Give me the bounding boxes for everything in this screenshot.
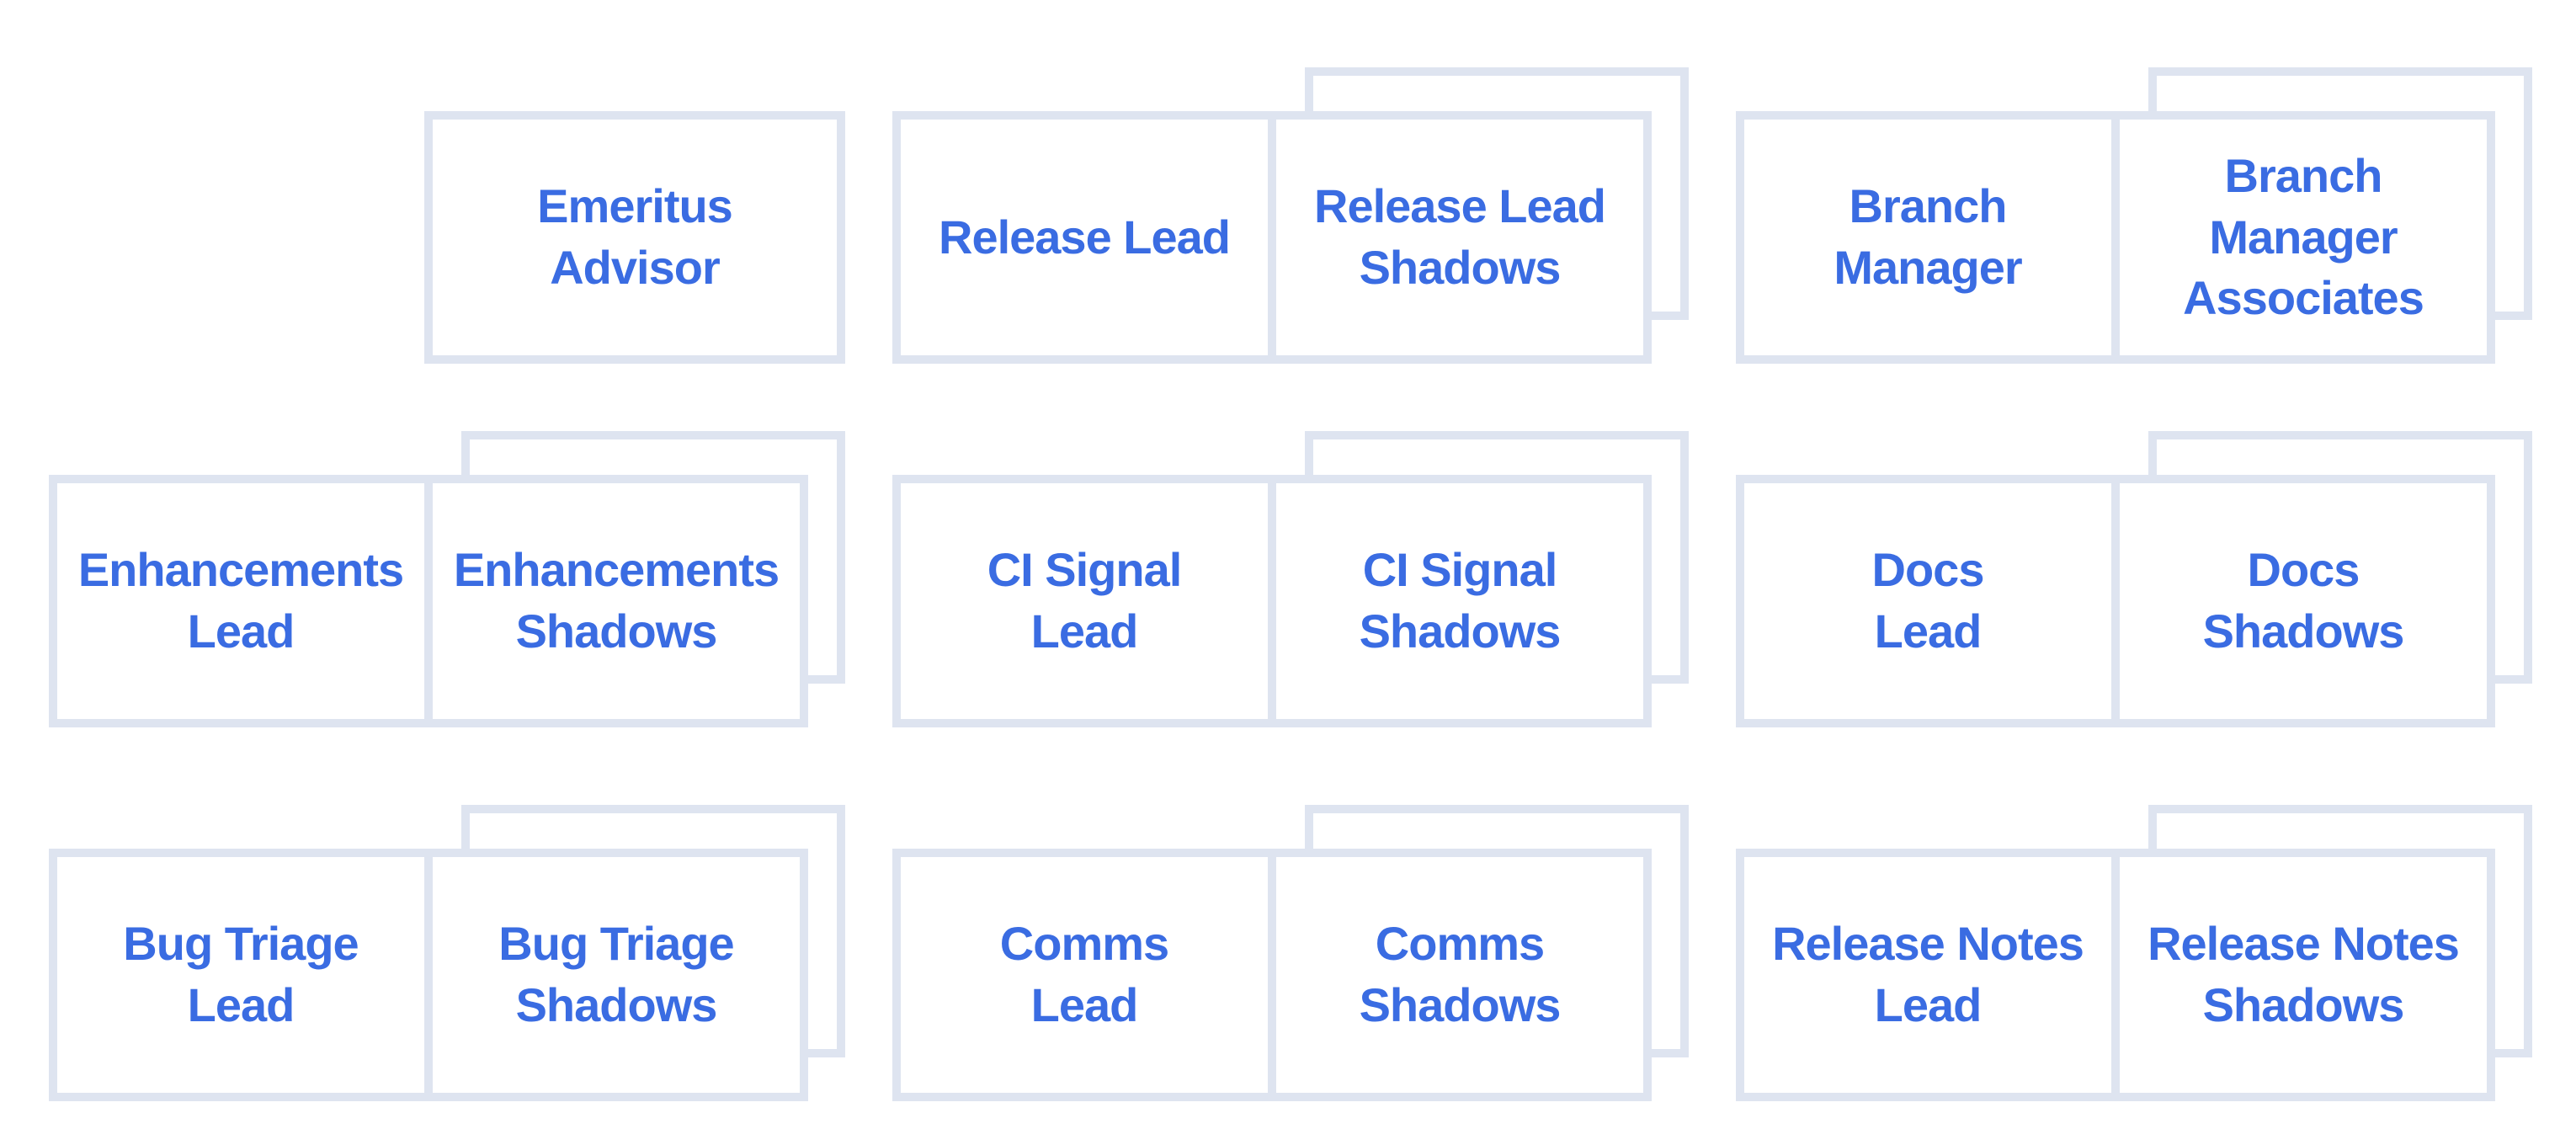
role-card-ci-signal-shadows: CI Signal Shadows <box>1268 475 1652 727</box>
role-label: Release Notes Lead <box>1772 917 2084 1031</box>
role-label: Bug Triage Shadows <box>498 917 734 1031</box>
role-label: Release Lead <box>939 210 1231 264</box>
role-card-enhancements-shadows: Enhancements Shadows <box>424 475 808 727</box>
role-card-bug-triage-lead: Bug Triage Lead <box>49 849 433 1101</box>
role-card-ci-signal-lead: CI Signal Lead <box>892 475 1276 727</box>
role-card-emeritus-advisor: Emeritus Advisor <box>424 111 845 364</box>
role-label: Branch Manager <box>1834 179 2022 294</box>
role-label: Bug Triage Lead <box>123 917 359 1031</box>
role-label: Comms Shadows <box>1359 917 1562 1031</box>
role-card-comms-shadows: Comms Shadows <box>1268 849 1652 1101</box>
role-card-release-lead-shadows: Release Lead Shadows <box>1268 111 1652 364</box>
role-card-release-notes-lead: Release Notes Lead <box>1736 849 2120 1101</box>
role-label: Release Notes Shadows <box>2148 917 2460 1031</box>
role-card-enhancements-lead: Enhancements Lead <box>49 475 433 727</box>
role-card-release-notes-shadows: Release Notes Shadows <box>2111 849 2495 1101</box>
role-card-branch-manager: Branch Manager <box>1736 111 2120 364</box>
role-label: Branch Manager Associates <box>2183 148 2424 325</box>
role-card-comms-lead: Comms Lead <box>892 849 1276 1101</box>
role-label: CI Signal Shadows <box>1359 543 1562 658</box>
role-card-branch-manager-associates: Branch Manager Associates <box>2111 111 2495 364</box>
role-card-docs-shadows: Docs Shadows <box>2111 475 2495 727</box>
role-label: Emeritus Advisor <box>537 179 733 294</box>
role-label: CI Signal Lead <box>987 543 1183 658</box>
role-label: Enhancements Shadows <box>453 543 780 658</box>
role-card-release-lead: Release Lead <box>892 111 1276 364</box>
role-label: Enhancements Lead <box>77 543 404 658</box>
role-card-docs-lead: Docs Lead <box>1736 475 2120 727</box>
role-label: Release Lead Shadows <box>1314 179 1606 294</box>
role-card-bug-triage-shadows: Bug Triage Shadows <box>424 849 808 1101</box>
role-label: Docs Shadows <box>2202 543 2405 658</box>
role-label: Comms Lead <box>999 917 1169 1031</box>
role-label: Docs Lead <box>1871 543 1985 658</box>
